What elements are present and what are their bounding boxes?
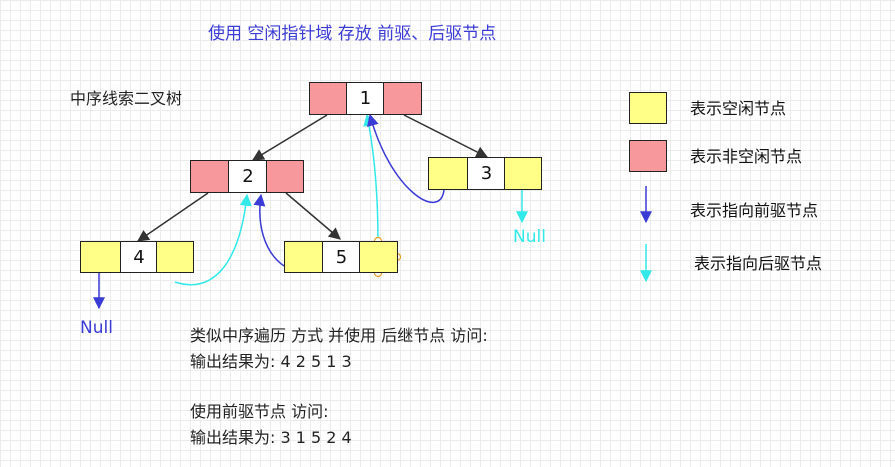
legend-succ-label: 表示指向后驱节点 xyxy=(694,254,823,273)
legend-used-swatch xyxy=(629,140,667,172)
node-3-left-field xyxy=(428,157,469,190)
node-2-right-field xyxy=(266,160,304,193)
node-1-left-field xyxy=(309,82,348,115)
legend-used-label: 表示非空闲节点 xyxy=(690,147,803,166)
edge-1-3 xyxy=(403,114,489,158)
node-4-data: 4 xyxy=(120,241,158,273)
thread-3-to-1 xyxy=(366,113,445,203)
thread-4-to-2 xyxy=(174,193,252,286)
node-2-data: 2 xyxy=(228,160,268,193)
traversal-successor-caption: 类似中序遍历 方式 并使用 后继节点 访问: xyxy=(190,326,488,345)
node-1-right-field xyxy=(383,82,422,115)
node-4-right-field xyxy=(156,241,194,273)
diagram-title: 使用 空闲指针域 存放 前驱、后驱节点 xyxy=(208,24,497,44)
node-2-left-field xyxy=(190,160,230,193)
node-1-data: 1 xyxy=(346,82,385,115)
node-3-right-field xyxy=(504,157,542,190)
legend-free-swatch xyxy=(629,92,667,124)
legend-pred-label: 表示指向前驱节点 xyxy=(690,201,819,220)
null-label-node-4: Null xyxy=(80,318,113,338)
edge-1-2 xyxy=(251,114,328,161)
thread-5-to-1 xyxy=(363,113,379,243)
traversal-predecessor-caption: 使用前驱节点 访问: xyxy=(190,402,329,421)
edge-2-5 xyxy=(285,192,341,240)
traversal-successor-result: 输出结果为: 4 2 5 1 3 xyxy=(190,352,352,371)
node-5-right-field[interactable] xyxy=(359,241,398,273)
traversal-predecessor-result: 输出结果为: 3 1 5 2 4 xyxy=(190,428,352,447)
node-3-data: 3 xyxy=(467,157,506,190)
null-label-node-3: Null xyxy=(513,227,546,247)
node-5-left-field xyxy=(284,241,324,273)
legend-free-label: 表示空闲节点 xyxy=(690,99,787,118)
tree-label: 中序线索二叉树 xyxy=(70,89,183,108)
node-4-left-field xyxy=(80,241,122,273)
edge-2-4 xyxy=(137,192,209,242)
node-5-data: 5 xyxy=(322,241,361,273)
